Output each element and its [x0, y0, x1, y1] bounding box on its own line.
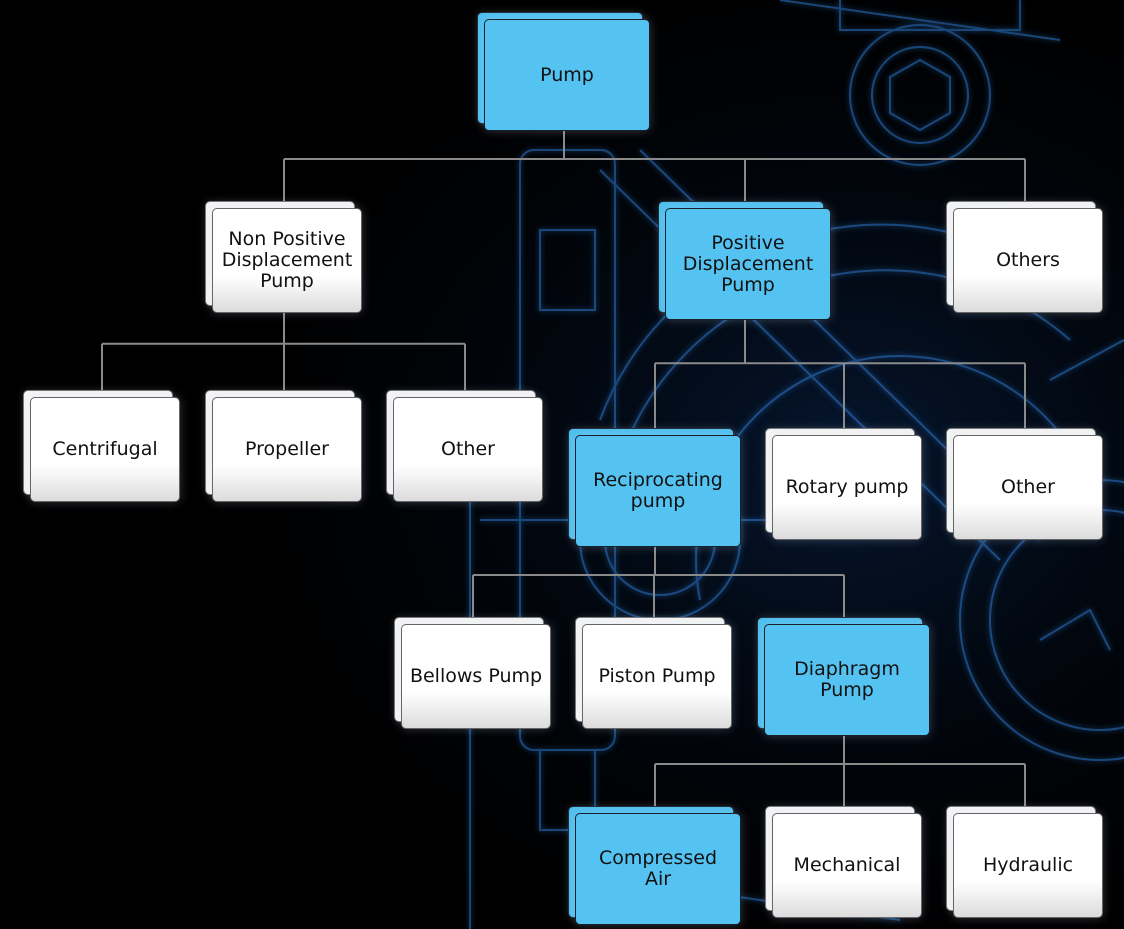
node-label: Centrifugal	[52, 438, 158, 460]
node-pump: Pump	[477, 12, 650, 131]
node-non-positive-displacement-pump: Non Positive Displacement Pump	[205, 201, 362, 313]
node-hydraulic: Hydraulic	[946, 806, 1103, 918]
node-label: Piston Pump	[598, 665, 716, 687]
node-positive-displacement-pump: Positive Displacement Pump	[658, 201, 831, 320]
node-compressed-air: Compressed Air	[568, 806, 741, 925]
node-diaphragm-pump: Diaphragm Pump	[757, 617, 930, 736]
node-label: Positive Displacement Pump	[682, 231, 814, 296]
node-label: Reciprocating pump	[593, 469, 723, 512]
node-bellows-pump: Bellows Pump	[394, 617, 551, 729]
node-label: Rotary pump	[785, 476, 909, 498]
node-label: Compressed Air	[598, 847, 718, 890]
node-other-positive: Other	[946, 428, 1103, 540]
node-label: Other	[1001, 476, 1055, 498]
node-label: Bellows Pump	[409, 665, 543, 687]
node-centrifugal: Centrifugal	[23, 390, 180, 502]
node-reciprocating-pump: Reciprocating pump	[568, 428, 741, 547]
node-label: Other	[441, 438, 495, 460]
node-piston-pump: Piston Pump	[575, 617, 732, 729]
node-label: Others	[996, 249, 1060, 271]
node-label: Mechanical	[793, 854, 901, 876]
node-mechanical: Mechanical	[765, 806, 922, 918]
node-others: Others	[946, 201, 1103, 313]
node-label: Propeller	[245, 438, 329, 460]
node-label: Non Positive Displacement Pump	[221, 228, 353, 292]
node-label: Diaphragm Pump	[794, 658, 900, 701]
node-rotary-pump: Rotary pump	[765, 428, 922, 540]
node-label: Hydraulic	[982, 854, 1074, 876]
node-other-non-positive: Other	[386, 390, 543, 502]
node-label: Pump	[540, 63, 594, 86]
node-propeller: Propeller	[205, 390, 362, 502]
